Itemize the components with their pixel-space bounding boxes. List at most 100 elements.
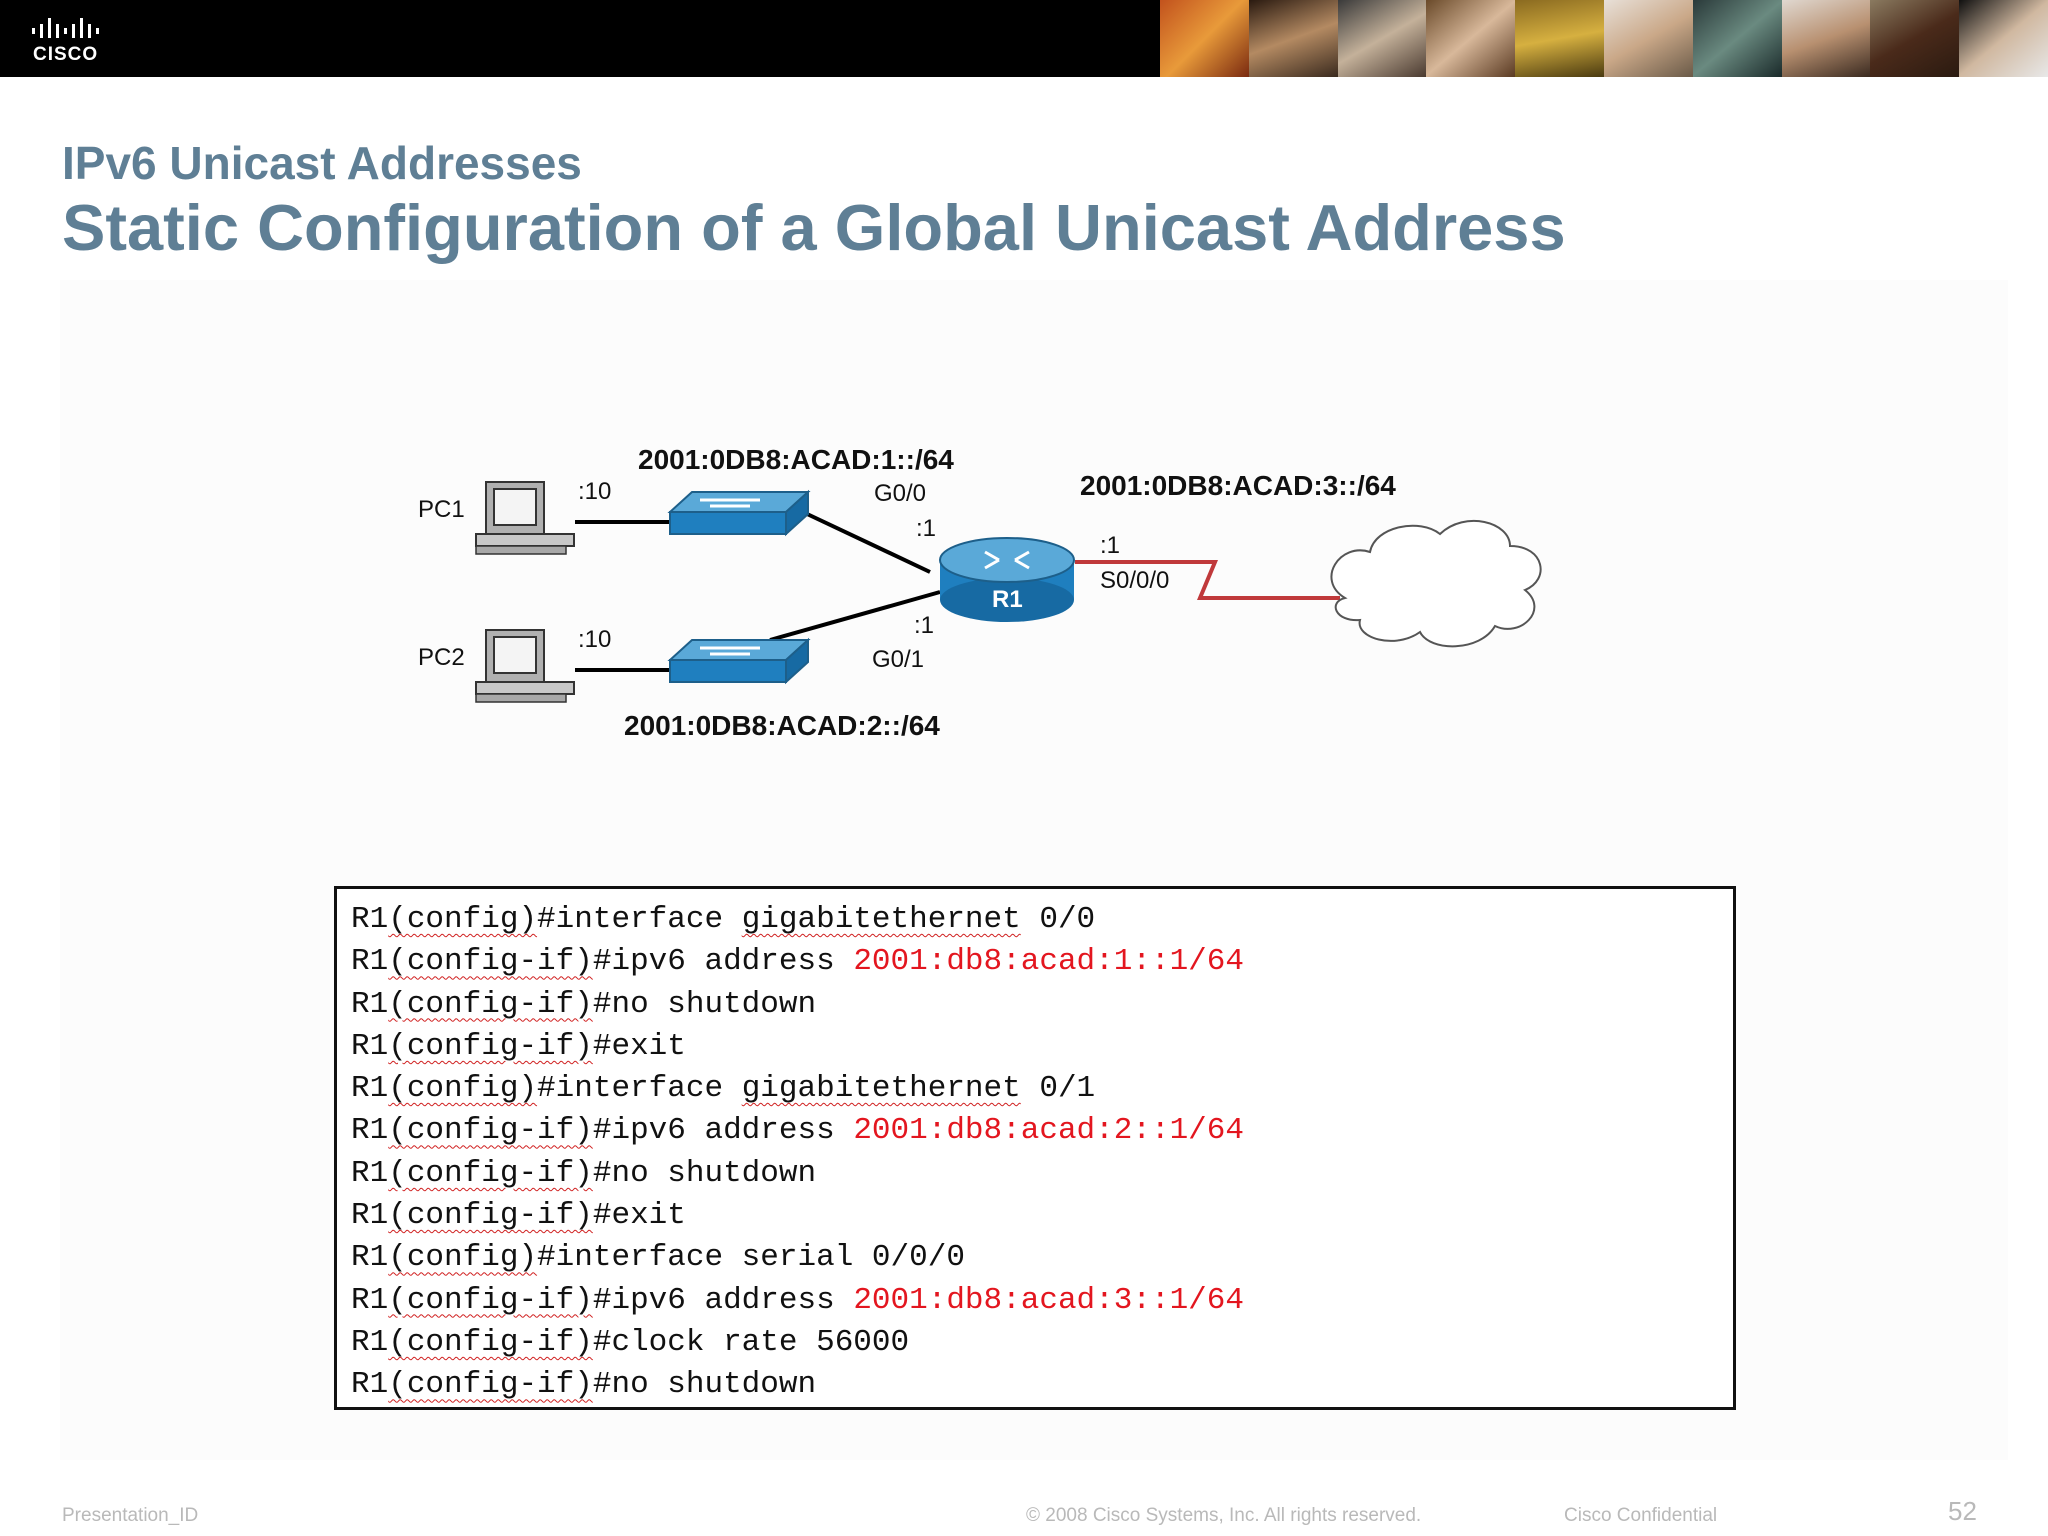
cli-command: #clock rate 56000 — [592, 1324, 910, 1360]
cli-prompt: R1 — [351, 1282, 389, 1318]
g01-host-label: :1 — [914, 612, 935, 639]
cli-prompt: R1 — [351, 1028, 389, 1064]
cli-command: #no shutdown — [592, 986, 817, 1022]
cli-mode: (config-if) — [388, 944, 593, 980]
photo-tile — [1959, 0, 2048, 77]
cli-prompt: R1 — [351, 1113, 389, 1149]
network-1-label: 2001:0DB8:ACAD:1::/64 — [638, 444, 954, 475]
cli-keyword-underlined: gigabitethernet — [741, 902, 1021, 937]
cli-mode: (config-if) — [388, 1155, 593, 1191]
cli-mode: (config-if) — [388, 1198, 593, 1234]
cli-keyword-underlined: gigabitethernet — [741, 1071, 1021, 1107]
cli-prompt: R1 — [351, 1071, 389, 1107]
cli-line: R1(config-if)#no shutdown — [351, 1364, 1733, 1406]
s000-interface-label: S0/0/0 — [1100, 567, 1170, 594]
photo-tile — [1603, 0, 1693, 77]
switch2-icon — [667, 637, 811, 685]
cli-line: R1(config-if)#no shutdown — [351, 984, 1733, 1026]
cli-command: #exit — [592, 1198, 686, 1234]
network-topology-diagram: 2001:0DB8:ACAD:1::/64 2001:0DB8:ACAD:2::… — [410, 430, 1610, 760]
cli-lines: R1(config)#interface gigabitethernet 0/0… — [351, 899, 1733, 1407]
cli-line: R1(config-if)#clock rate 56000 — [351, 1322, 1733, 1364]
header-photo-strip — [1160, 0, 2048, 77]
cli-line: R1(config)#interface gigabitethernet 0/0 — [351, 899, 1733, 941]
photo-tile — [1337, 0, 1427, 77]
g01-interface-label: G0/1 — [872, 646, 925, 673]
footer-presentation-id: Presentation_ID — [62, 1505, 199, 1526]
g00-interface-label: G0/0 — [874, 480, 927, 507]
cli-line: R1(config)#interface gigabitethernet 0/1 — [351, 1068, 1733, 1110]
pc2-host-label: :10 — [578, 626, 612, 653]
cli-prompt: R1 — [351, 902, 389, 937]
network-2-label: 2001:0DB8:ACAD:2::/64 — [624, 710, 940, 741]
header-bar: CISCO — [0, 0, 2048, 77]
photo-tile — [1692, 0, 1782, 77]
cli-ipv6-address: 2001:db8:acad:1::1/64 — [853, 944, 1244, 980]
cli-mode: (config-if) — [388, 986, 593, 1022]
photo-tile — [1248, 0, 1338, 77]
cli-mode: (config) — [388, 1071, 538, 1107]
network-3-label: 2001:0DB8:ACAD:3::/64 — [1080, 470, 1396, 501]
cli-line: R1(config-if)#exit — [351, 1195, 1733, 1237]
photo-tile — [1781, 0, 1871, 77]
cli-command: #exit — [592, 1028, 686, 1064]
cisco-wordmark: CISCO — [33, 44, 99, 65]
cli-mode: (config-if) — [388, 1367, 593, 1403]
cli-command: #interface — [537, 1071, 742, 1107]
photo-tile — [1515, 0, 1604, 77]
cli-line: R1(config-if)#ipv6 address 2001:db8:acad… — [351, 1280, 1733, 1322]
cli-prompt: R1 — [351, 1155, 389, 1191]
cli-line: R1(config-if)#exit — [351, 1026, 1733, 1068]
footer-confidential: Cisco Confidential — [1564, 1505, 1718, 1526]
cli-command: #ipv6 address — [592, 944, 854, 980]
page-number: 52 — [1948, 1496, 1977, 1526]
cli-prompt: R1 — [351, 944, 389, 980]
s000-host-label: :1 — [1100, 532, 1121, 559]
cli-prompt: R1 — [351, 1367, 389, 1403]
link-switch1-r1 — [804, 511, 931, 574]
wan-cloud-icon — [1330, 519, 1542, 648]
footer-copyright: © 2008 Cisco Systems, Inc. All rights re… — [1026, 1505, 1422, 1526]
cli-command: #no shutdown — [592, 1367, 817, 1403]
cli-command: #ipv6 address — [592, 1113, 854, 1149]
cli-command: #interface serial 0/0/0 — [537, 1240, 965, 1276]
cli-mode: (config) — [388, 902, 538, 937]
link-switch2-r1 — [769, 590, 941, 642]
cli-command: #ipv6 address — [592, 1282, 854, 1318]
photo-tile — [1426, 0, 1516, 77]
cli-line: R1(config-if)#no shutdown — [351, 1153, 1733, 1195]
cli-prompt: R1 — [351, 1240, 389, 1276]
cli-mode: (config-if) — [388, 1113, 593, 1149]
cli-mode: (config) — [388, 1240, 538, 1276]
pc1-label: PC1 — [418, 496, 465, 523]
cisco-bars-icon — [32, 18, 99, 38]
slide-title: Static Configuration of a Global Unicast… — [62, 191, 1566, 264]
photo-tile — [1160, 0, 1249, 77]
cli-command: #no shutdown — [592, 1155, 817, 1191]
cli-mode: (config-if) — [388, 1282, 593, 1318]
photo-tile — [1870, 0, 1960, 77]
pc2-icon — [475, 629, 575, 703]
pc1-icon — [475, 481, 575, 555]
cli-ipv6-address: 2001:db8:acad:2::1/64 — [853, 1113, 1244, 1149]
switch1-icon — [667, 489, 811, 537]
cli-command-rest: 0/1 — [1020, 1071, 1096, 1107]
cli-mode: (config-if) — [388, 1028, 593, 1064]
cli-ipv6-address: 2001:db8:acad:3::1/64 — [853, 1282, 1244, 1318]
cli-prompt: R1 — [351, 986, 389, 1022]
cli-command: #interface — [537, 902, 742, 937]
section-title: IPv6 Unicast Addresses — [62, 137, 582, 189]
cli-command-rest: 0/0 — [1020, 902, 1096, 937]
cli-prompt: R1 — [351, 1198, 389, 1234]
router-r1-label: R1 — [992, 586, 1023, 613]
cisco-logo: CISCO — [30, 14, 120, 65]
cli-line: R1(config-if)#ipv6 address 2001:db8:acad… — [351, 1110, 1733, 1152]
pc1-host-label: :10 — [578, 478, 612, 505]
g00-host-label: :1 — [916, 515, 937, 542]
link-r1-cloud-serial — [1075, 560, 1340, 600]
pc2-label: PC2 — [418, 644, 465, 671]
cli-mode: (config-if) — [388, 1324, 593, 1360]
cli-config-box: R1(config)#interface gigabitethernet 0/0… — [334, 886, 1736, 1410]
cli-line: R1(config)#interface serial 0/0/0 — [351, 1237, 1733, 1279]
router-r1-icon — [939, 537, 1075, 622]
